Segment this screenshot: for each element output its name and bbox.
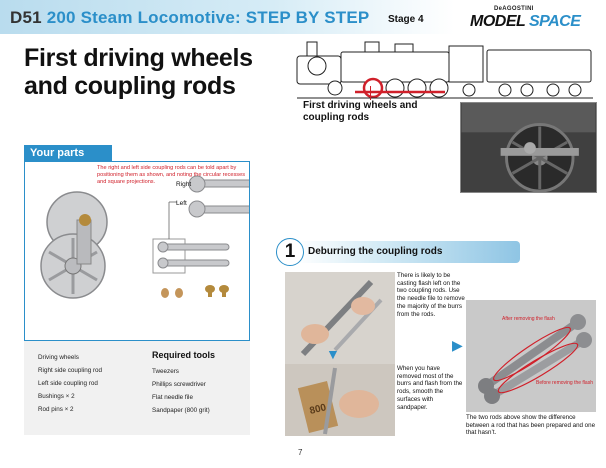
sanding-photo: 800	[285, 364, 395, 436]
label-after-flash: After removing the flash	[502, 316, 555, 322]
parts-photo	[25, 162, 249, 340]
coupling-rod-note: The right and left side coupling rods ca…	[97, 165, 246, 185]
brand-name: MODEL SPACE	[470, 13, 581, 31]
step-header: 1 Deburring the coupling rods	[276, 238, 520, 266]
filing-photo	[285, 272, 395, 364]
locomotive-drawing	[296, 41, 593, 99]
step-number: 1	[276, 238, 304, 266]
brand-name-model: MODEL	[470, 13, 525, 30]
loco-leader-line	[370, 86, 371, 100]
tools-list: Tweezers Phillips screwdriver Flat needl…	[152, 365, 248, 417]
label-before-flash: Before removing the flash	[536, 380, 593, 386]
parts-list-panel: Driving wheels Right side coupling rod L…	[24, 341, 250, 435]
loco-caption: First driving wheels and coupling rods	[303, 100, 418, 123]
page-title: First driving wheels and coupling rods	[24, 44, 253, 100]
label-left: Left	[176, 200, 187, 207]
step-text-comparison: The two rods above show the difference b…	[466, 414, 596, 437]
arrow-down-icon: ▼	[326, 346, 340, 362]
tool-item: Flat needle file	[152, 394, 193, 401]
driving-wheel-photo	[460, 102, 597, 193]
header-title-code: D51	[10, 8, 42, 27]
parts-panel: The right and left side coupling rods ca…	[24, 161, 250, 341]
header-title: D51 200 Steam Locomotive: STEP BY STEP	[10, 8, 369, 28]
stage-label: Stage 4	[388, 14, 424, 25]
arrow-right-icon: ▶	[452, 337, 463, 353]
tool-item: Phillips screwdriver	[152, 381, 206, 388]
tool-item: Tweezers	[152, 368, 179, 375]
label-right: Right	[176, 181, 192, 188]
sandpaper-text: 800	[309, 402, 328, 417]
header-title-rest: 200 Steam Locomotive: STEP BY STEP	[46, 8, 370, 27]
rods-comparison-photo: After removing the flash Before removing…	[466, 300, 596, 412]
required-tools-title: Required tools	[152, 350, 216, 360]
step-bar	[296, 241, 520, 263]
step-title: Deburring the coupling rods	[308, 246, 443, 257]
tool-item: Sandpaper (800 grit)	[152, 407, 210, 414]
parts-item: Right side coupling rod	[38, 367, 103, 374]
parts-item: Left side coupling rod	[38, 380, 98, 387]
page-number: 7	[298, 448, 303, 457]
parts-item: Bushings × 2	[38, 393, 75, 400]
brand-name-space: SPACE	[528, 13, 581, 30]
step-text-filing: There is likely to be casting flash left…	[397, 272, 465, 318]
page-header: D51 200 Steam Locomotive: STEP BY STEP S…	[0, 0, 606, 34]
brand-logo: DeAGOSTINI MODEL SPACE	[470, 6, 600, 30]
brand-publisher: DeAGOSTINI	[494, 6, 534, 12]
your-parts-label: Your parts	[24, 145, 112, 161]
parts-item: Rod pins × 2	[38, 406, 74, 413]
parts-list: Driving wheels Right side coupling rod L…	[38, 351, 148, 416]
step-text-sanding: When you have removed most of the burrs …	[397, 365, 463, 411]
parts-item: Driving wheels	[38, 354, 79, 361]
